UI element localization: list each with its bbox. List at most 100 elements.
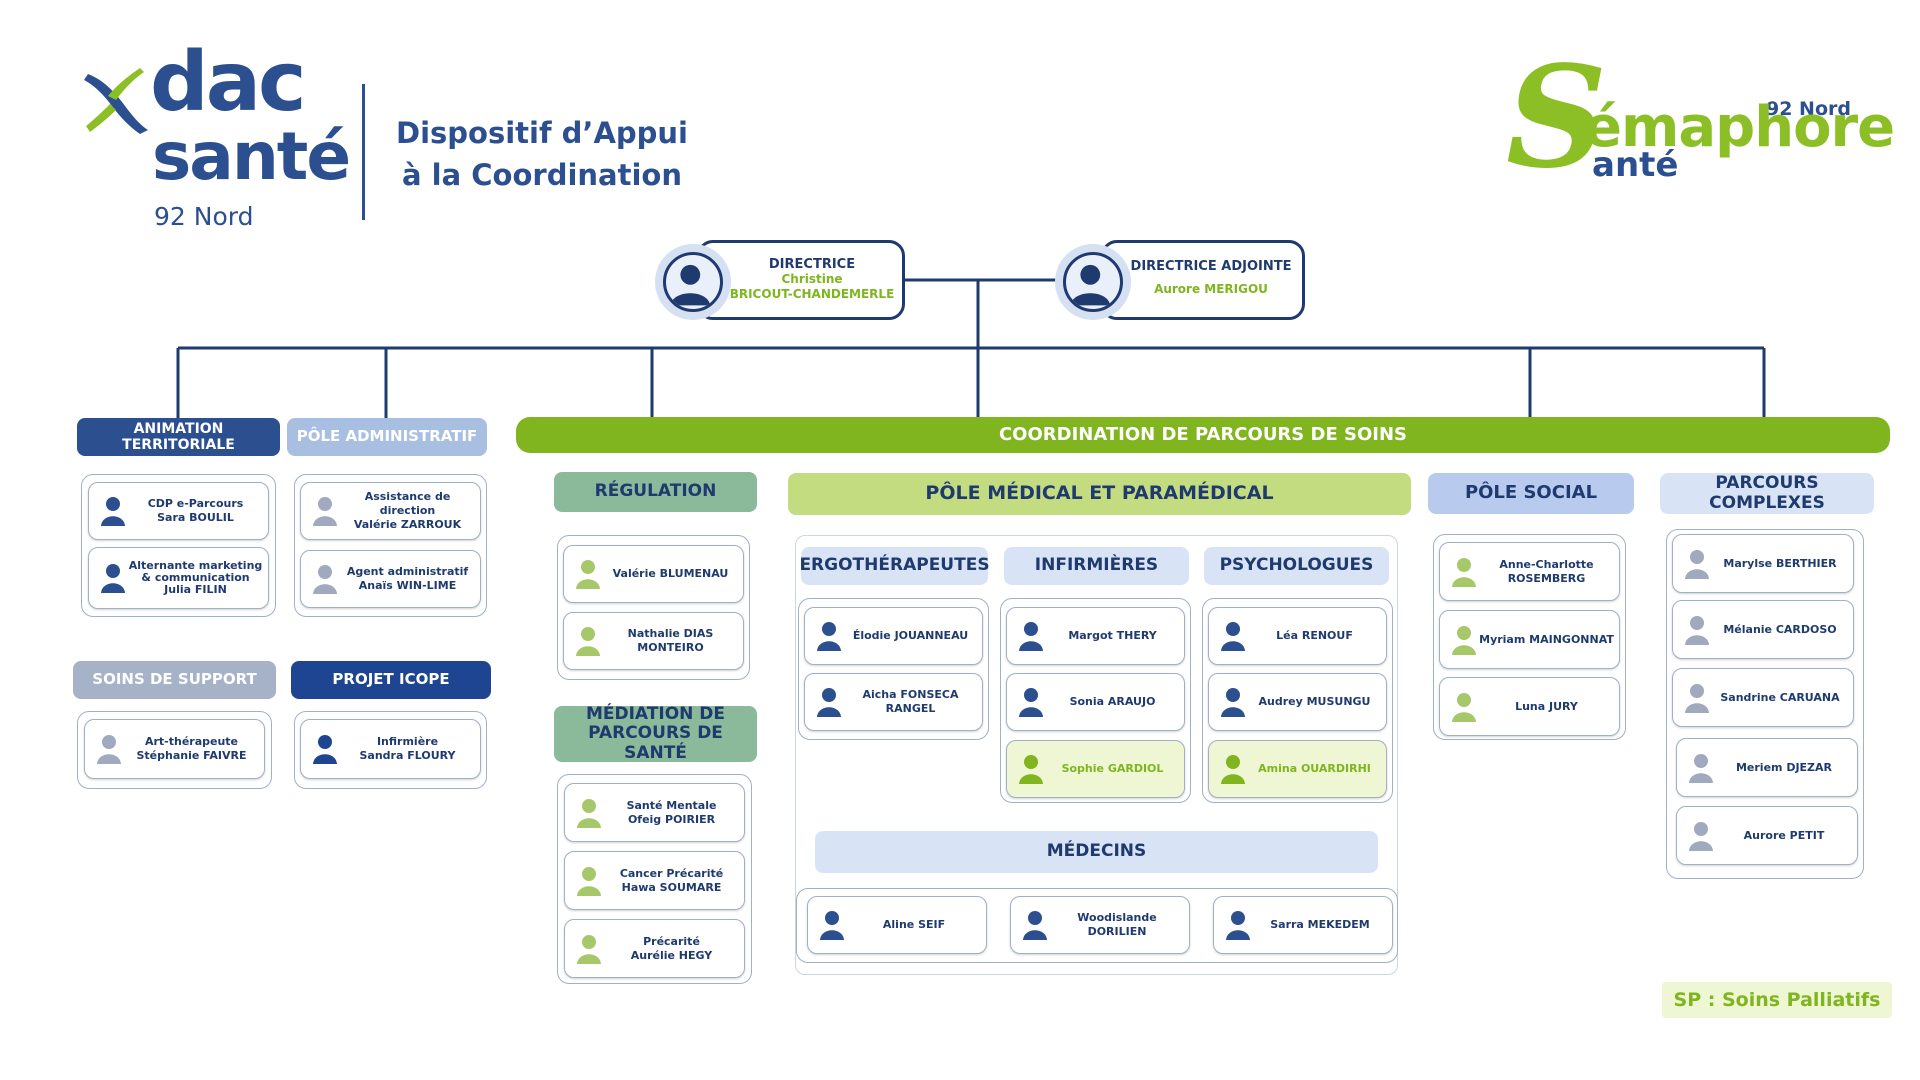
section-coordination-parcours: COORDINATION DE PARCOURS DE SOINS — [516, 417, 1890, 453]
mediation-title-1: MÉDIATION DE — [585, 703, 726, 724]
person-name: Amina OUARDIRHI — [1258, 762, 1371, 775]
person-name: Marylse BERTHIER — [1723, 556, 1837, 570]
person-name: Valérie ZARROUK — [353, 518, 462, 531]
person-name: Aurore PETIT — [1743, 828, 1825, 842]
person-icon — [577, 934, 601, 964]
section-animation-territoriale: ANIMATION TERRITORIALE — [77, 418, 280, 456]
section-pole-medical: PÔLE MÉDICAL ET PARAMÉDICAL — [788, 473, 1411, 515]
person-icon — [1685, 615, 1709, 645]
person-card: Sonia ARAUJO — [1006, 673, 1185, 731]
person-name: Nathalie DIAS MONTEIRO — [627, 627, 714, 654]
semaphore-sante-logo: S 92 Nord émaphore anté — [1506, 48, 1895, 194]
person-card-palliative: Sophie GARDIOL — [1006, 740, 1185, 798]
person-role: Alternante marketing — [128, 559, 263, 572]
person-icon — [1452, 692, 1476, 722]
person-card: Woodislande DORILIEN — [1010, 896, 1190, 954]
person-card: Léa RENOUF — [1208, 607, 1387, 665]
person-name: Sophie GARDIOL — [1061, 762, 1164, 775]
person-icon — [313, 735, 337, 764]
avatar-icon — [663, 252, 723, 312]
person-icon — [817, 688, 841, 717]
mediation-title-2: PARCOURS DE SANTÉ — [588, 723, 723, 763]
person-card: Aline SEIF — [807, 896, 987, 954]
person-icon — [577, 798, 601, 828]
person-card: Aurore PETIT — [1676, 806, 1858, 865]
person-icon — [1452, 557, 1476, 587]
dac-x-mark-icon — [84, 68, 148, 134]
person-name: Sandrine CARUANA — [1720, 690, 1840, 704]
person-icon — [817, 622, 841, 651]
person-card: Élodie JOUANNEAU — [804, 607, 983, 665]
person-icon — [1226, 911, 1250, 940]
person-name: Woodislande DORILIEN — [1077, 911, 1157, 938]
dac-wordmark: dac — [150, 35, 307, 130]
deputy-director-title: DIRECTRICE ADJOINTE — [1130, 259, 1292, 274]
person-icon — [97, 735, 121, 764]
person-icon — [1685, 683, 1709, 713]
deputy-director-card: DIRECTRICE ADJOINTE Aurore MERIGOU — [1055, 240, 1305, 320]
person-icon — [577, 866, 601, 896]
section-projet-icope: PROJET ICOPE — [291, 661, 491, 699]
person-icon — [101, 564, 125, 593]
person-role: Agent administratif — [346, 565, 469, 578]
person-name: Hawa SOUMARE — [621, 880, 722, 894]
section-parcours-complexes: PARCOURS COMPLEXES — [1660, 473, 1874, 514]
person-name: Sarra MEKEDEM — [1270, 918, 1370, 931]
person-name: Sonia ARAUJO — [1069, 695, 1156, 708]
person-name-2: ROSEMBERG — [1507, 571, 1586, 585]
section-infirmieres: INFIRMIÈRES — [1004, 547, 1189, 585]
semaphore-s: S — [1506, 36, 1608, 200]
person-name: Audrey MUSUNGU — [1258, 695, 1371, 708]
person-icon — [1019, 622, 1043, 651]
person-role: Santé Mentale — [626, 798, 717, 812]
person-name: Sara BOULIL — [157, 511, 234, 524]
person-card: Aicha FONSECA RANGEL — [804, 673, 983, 731]
person-icon — [1019, 688, 1043, 717]
director-title: DIRECTRICE — [768, 257, 856, 272]
person-name: Aline SEIF — [882, 918, 946, 931]
person-icon — [101, 497, 125, 526]
person-role: Précarité — [643, 934, 700, 948]
person-card: Sandrine CARUANA — [1672, 668, 1854, 727]
person-card: Margot THERY — [1006, 607, 1185, 665]
person-card: Valérie BLUMENAU — [563, 545, 744, 603]
section-ergotherapeutes: ERGOTHÉRAPEUTES — [799, 547, 990, 585]
section-mediation: MÉDIATION DE PARCOURS DE SANTÉ — [554, 703, 757, 763]
person-icon — [576, 627, 600, 656]
legend-palliative-note: SP : Soins Palliatifs — [1662, 982, 1892, 1018]
header-divider — [362, 84, 365, 220]
dac-region: 92 Nord — [154, 202, 254, 231]
person-name: Sandra FLOURY — [359, 749, 456, 762]
person-role: Infirmière — [376, 735, 439, 748]
semaphore-sante: anté — [1592, 145, 1679, 185]
person-card: Luna JURY — [1439, 677, 1620, 736]
person-icon — [1221, 622, 1245, 651]
dac-sante-logo: dac santé 92 Nord — [82, 42, 351, 236]
person-card-palliative: Amina OUARDIRHI — [1208, 740, 1387, 798]
semaphore-region: 92 Nord — [1766, 98, 1851, 120]
person-icon — [1689, 753, 1713, 783]
person-icon — [313, 565, 337, 594]
semaphore-wordmark: émaphore — [1584, 95, 1895, 160]
page-title: Dispositif d’Appui à la Coordination — [396, 112, 688, 196]
title-line-2: à la Coordination — [402, 158, 682, 192]
person-name: Valérie BLUMENAU — [612, 567, 729, 580]
person-role: Assistance de direction — [364, 490, 451, 517]
person-name: Julia FILIN — [164, 583, 227, 596]
person-name: Luna JURY — [1515, 699, 1578, 713]
person-card: Meriem DJEZAR — [1676, 738, 1858, 797]
deputy-director-name: Aurore MERIGOU — [1154, 282, 1268, 296]
person-card: Audrey MUSUNGU — [1208, 673, 1387, 731]
person-icon — [1023, 911, 1047, 940]
director-name-2: BRICOUT-CHANDEMERLE — [729, 287, 895, 301]
sante-wordmark: santé — [152, 118, 351, 195]
person-card: Sarra MEKEDEM — [1213, 896, 1393, 954]
